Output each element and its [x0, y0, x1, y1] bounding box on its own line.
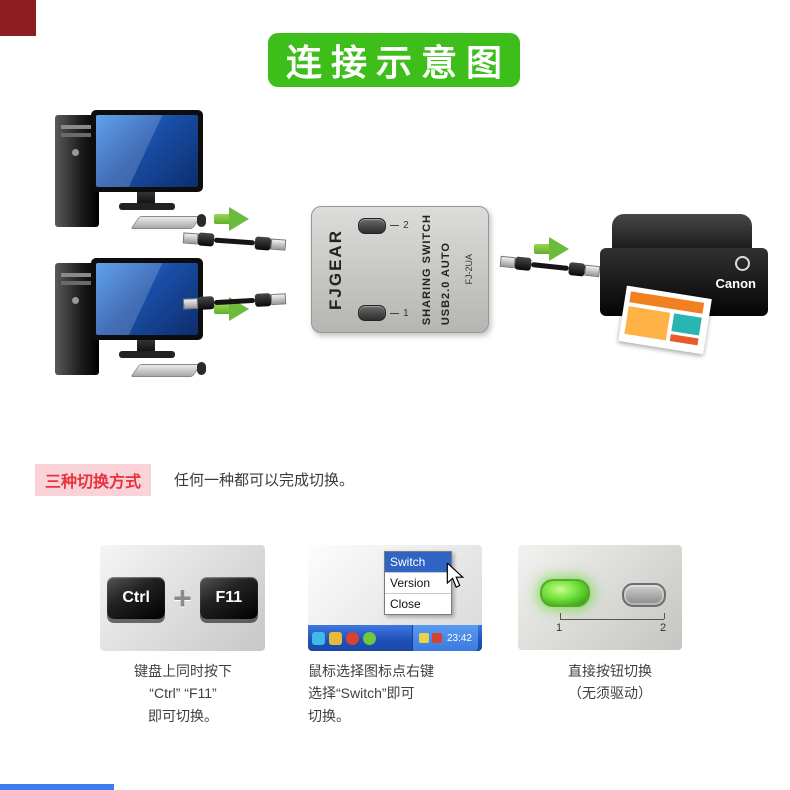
f11-key: F11 — [199, 577, 258, 619]
caption-keyboard-method: 键盘上同时按下 “Ctrl” “F11” 即可切换。 — [103, 660, 263, 727]
monitor-icon — [91, 110, 203, 192]
usb-plug-icon — [182, 231, 215, 247]
caption-line: （无须驱动） — [568, 685, 652, 702]
taskbar-icon-green — [363, 631, 376, 645]
port-1-button — [358, 305, 387, 322]
monitor-screen — [96, 263, 198, 335]
plus-sign: + — [173, 579, 192, 616]
monitor-screen — [96, 115, 198, 187]
mouse-icon — [197, 362, 206, 375]
port-2-button — [358, 217, 387, 234]
port-dash — [390, 225, 400, 227]
computer-1 — [55, 110, 207, 236]
caption-line: 切换。 — [308, 707, 350, 724]
printed-page — [618, 285, 712, 355]
caption-line: 即可切换。 — [148, 707, 218, 724]
monitor-base — [119, 351, 175, 358]
printer-brand: Canon — [715, 276, 756, 291]
page-title: 连接示意图 — [285, 42, 511, 83]
caption-line: “Ctrl” “F11” — [149, 685, 217, 702]
caption-line: 键盘上同时按下 — [134, 663, 232, 679]
device-specs: SHARING SWITCH USB2.0 AUTO — [421, 214, 452, 325]
printer: Canon — [600, 214, 768, 355]
scale-label-1: 1 — [556, 622, 563, 634]
usb-plug-icon — [568, 261, 601, 278]
methods-label: 三种切换方式 — [35, 464, 152, 496]
scale-line — [560, 619, 664, 620]
taskbar: 23:42 — [308, 625, 482, 651]
usb-cable-1 — [182, 229, 287, 252]
methods-desc: 任何一种都可以完成切换。 — [174, 472, 355, 489]
context-menu: Switch Version Close — [384, 551, 452, 615]
ctrl-key: Ctrl — [107, 577, 166, 619]
corner-decoration — [0, 0, 36, 36]
taskbar-icon-red — [346, 631, 359, 645]
device-port-2: 2 — [358, 217, 409, 234]
title-banner: 连接示意图 — [268, 33, 520, 87]
device-spec-line1: USB2.0 AUTO — [439, 241, 452, 326]
caption-line: 选择“Switch”即可 — [308, 685, 415, 702]
monitor-icon — [91, 258, 203, 340]
tray-icon-1 — [418, 633, 429, 643]
usb-plug-icon — [182, 295, 215, 311]
keyboard-icon — [130, 364, 202, 377]
printer-power-button — [735, 256, 750, 271]
switch-button-1-lit — [540, 579, 590, 607]
arrow-right-icon — [534, 237, 571, 261]
port-1-label: 1 — [403, 307, 409, 319]
device-ports: 2 1 — [358, 216, 409, 324]
monitor-base — [119, 203, 175, 210]
scale-label-2: 2 — [660, 622, 667, 634]
panel-keyboard-method: Ctrl + F11 — [100, 545, 265, 651]
port-dash — [390, 312, 400, 314]
port-2-label: 2 — [403, 220, 409, 232]
caption-button-method: 直接按钮切换 （无须驱动） — [540, 660, 680, 705]
usb-plug-icon — [254, 292, 287, 307]
switch-button-2 — [622, 583, 666, 607]
usb-plug-icon — [254, 235, 287, 251]
keyboard-icon — [130, 216, 202, 229]
bottom-blue-strip — [0, 784, 114, 790]
printer-lid — [612, 214, 752, 254]
panel-button-method: 1 2 — [518, 545, 682, 650]
monitor-stand — [137, 192, 155, 204]
usb-sharing-switch: FJGEAR 2 1 SHARING SWITCH USB2.0 AUTO FJ… — [311, 206, 489, 333]
mouse-cursor-icon — [445, 561, 465, 594]
caption-line: 鼠标选择图标点右键 — [308, 663, 434, 679]
device-spec-line2: SHARING SWITCH — [420, 213, 433, 326]
taskbar-icon-blue — [312, 631, 325, 645]
menu-item-switch: Switch — [385, 552, 451, 573]
caption-line: 直接按钮切换 — [568, 663, 652, 679]
device-port-1: 1 — [358, 305, 409, 322]
clock: 23:42 — [446, 632, 472, 644]
mouse-icon — [197, 214, 206, 227]
arrow-right-icon — [214, 207, 251, 231]
monitor-stand — [137, 340, 155, 352]
menu-item-version: Version — [385, 573, 451, 594]
panel-menu-method: Switch Version Close 23:42 — [308, 545, 482, 651]
device-brand: FJGEAR — [326, 229, 345, 310]
menu-item-close: Close — [390, 597, 421, 611]
tray-icon-2 — [431, 633, 442, 643]
taskbar-icon-folder — [329, 631, 342, 645]
computer-2 — [55, 258, 207, 384]
caption-menu-method: 鼠标选择图标点右键 选择“Switch”即可 切换。 — [308, 660, 488, 727]
device-model: FJ-2UA — [463, 254, 474, 285]
system-tray: 23:42 — [411, 625, 478, 651]
usb-plug-icon — [499, 254, 532, 271]
